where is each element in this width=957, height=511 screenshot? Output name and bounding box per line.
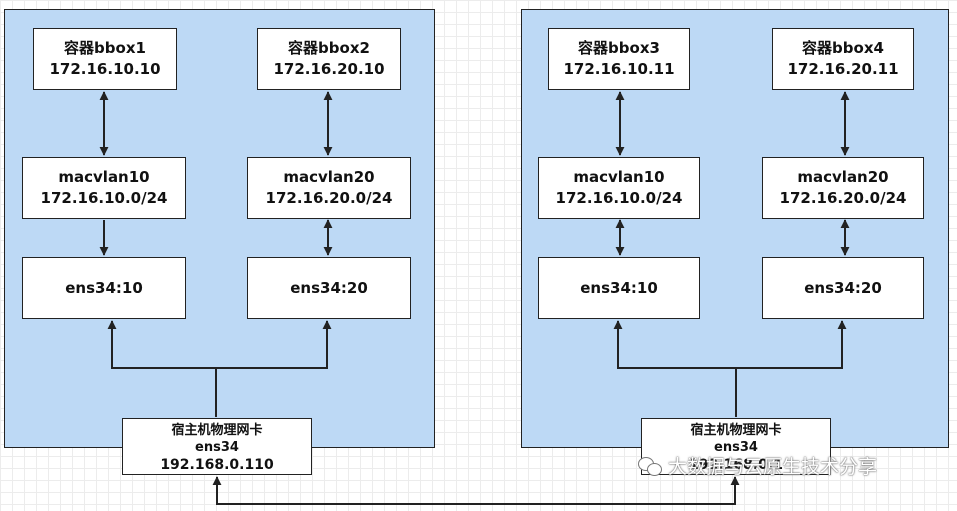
ens34-20-host2: ens34:20 — [762, 257, 924, 319]
link-ens-nic-host2 — [613, 320, 847, 369]
node-ip: 172.16.10.10 — [49, 60, 161, 78]
node-ip: 172.16.10.11 — [563, 60, 675, 78]
node-label: macvlan10 — [58, 168, 150, 186]
link-ens-nic-host1 — [107, 320, 332, 369]
ens34-20-host1: ens34:20 — [247, 257, 411, 319]
watermark: 大数据与云原生技术分享 — [638, 452, 877, 479]
physical-nic-host2: 宿主机物理网卡 ens34 192.168.0.1 — [641, 418, 831, 475]
container-bbox3: 容器bbox3 172.16.10.11 — [548, 28, 690, 90]
node-subnet: 172.16.20.0/24 — [265, 189, 393, 207]
node-label: macvlan10 — [573, 168, 665, 186]
ens34-10-host1: ens34:10 — [22, 257, 186, 319]
node-label: 容器bbox3 — [578, 39, 660, 57]
node-label: macvlan20 — [283, 168, 375, 186]
node-label: ens34:20 — [804, 278, 882, 297]
node-label: 容器bbox1 — [64, 39, 146, 57]
node-label: 容器bbox4 — [802, 39, 884, 57]
nic-title: 宿主机物理网卡 — [690, 423, 782, 438]
macvlan10-host2: macvlan10 172.16.10.0/24 — [538, 157, 700, 219]
nic-name: ens34 — [714, 440, 758, 455]
node-label: ens34:10 — [580, 278, 658, 297]
node-label: ens34:20 — [290, 278, 368, 297]
node-ip: 172.16.20.10 — [273, 60, 385, 78]
node-ip: 172.16.20.11 — [787, 60, 899, 78]
nic-ip: 192.168.0.110 — [160, 457, 274, 473]
container-bbox4: 容器bbox4 172.16.20.11 — [772, 28, 914, 90]
nic-ip: 192.168.0.1 — [689, 457, 783, 473]
node-label: macvlan20 — [797, 168, 889, 186]
nic-title: 宿主机物理网卡 — [171, 423, 263, 438]
node-subnet: 172.16.10.0/24 — [40, 189, 168, 207]
macvlan10-host1: macvlan10 172.16.10.0/24 — [22, 157, 186, 219]
node-subnet: 172.16.20.0/24 — [779, 189, 907, 207]
physical-nic-host1: 宿主机物理网卡 ens34 192.168.0.110 — [122, 418, 312, 475]
nic-name: ens34 — [195, 440, 239, 455]
link-nic-host1-host2 — [212, 476, 740, 505]
wechat-icon — [638, 455, 662, 477]
container-bbox2: 容器bbox2 172.16.20.10 — [257, 28, 401, 90]
watermark-text: 大数据与云原生技术分享 — [668, 456, 878, 478]
ens34-10-host2: ens34:10 — [538, 257, 700, 319]
macvlan20-host1: macvlan20 172.16.20.0/24 — [247, 157, 411, 219]
container-bbox1: 容器bbox1 172.16.10.10 — [33, 28, 177, 90]
node-subnet: 172.16.10.0/24 — [555, 189, 683, 207]
node-label: 容器bbox2 — [288, 39, 370, 57]
macvlan20-host2: macvlan20 172.16.20.0/24 — [762, 157, 924, 219]
node-label: ens34:10 — [65, 278, 143, 297]
